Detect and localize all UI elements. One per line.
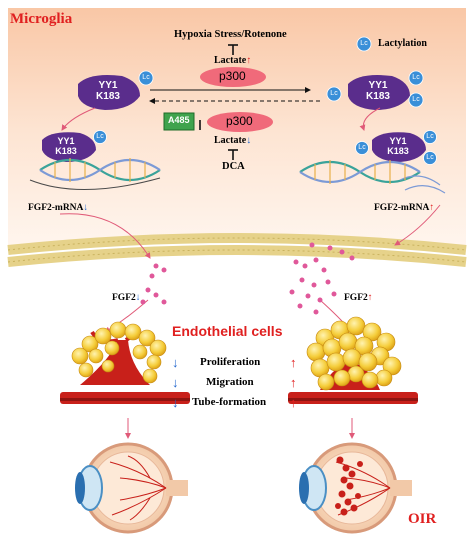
up-arrow-icon: ↑ bbox=[429, 203, 435, 213]
lc-badge: Lc bbox=[426, 133, 434, 140]
effect-proliferation: Proliferation bbox=[200, 356, 261, 368]
down-arrow-icon: ↓ bbox=[83, 203, 89, 213]
lc-badge: Lc bbox=[426, 154, 434, 161]
effect-migration: Migration bbox=[206, 376, 254, 388]
up-arrow-icon: ↑ bbox=[290, 355, 297, 370]
eye-left bbox=[75, 442, 188, 534]
down-arrow-icon: ↓ bbox=[172, 395, 179, 410]
dca-label: DCA bbox=[222, 161, 245, 172]
up-arrow-icon: ↑ bbox=[290, 375, 297, 390]
figure-title: Microglia bbox=[10, 11, 73, 27]
down-arrow-icon: ↓ bbox=[135, 293, 141, 303]
dna-helix-right bbox=[299, 160, 446, 194]
fgf2-mrna-left: FGF2-mRNA↓ bbox=[28, 203, 89, 213]
fgf2-particles bbox=[140, 242, 355, 315]
lc-badge: Lc bbox=[412, 96, 420, 103]
a485-box bbox=[163, 112, 195, 131]
lc-badge: Lc bbox=[96, 133, 104, 140]
oir-label: OIR bbox=[408, 511, 437, 527]
p300-bottom-label: p300 bbox=[226, 114, 253, 128]
p300-top bbox=[200, 67, 266, 87]
down-arrow-icon: ↓ bbox=[172, 375, 179, 390]
up-arrow-icon: ↑ bbox=[246, 55, 252, 66]
down-arrow-icon: ↓ bbox=[172, 355, 179, 370]
stress-label: Hypoxia Stress/Rotenone bbox=[174, 29, 287, 40]
cells-left bbox=[71, 321, 167, 384]
p300-bottom bbox=[207, 112, 273, 132]
endothelial-title: Endothelial cells bbox=[172, 323, 283, 339]
pathway-lines bbox=[149, 44, 320, 160]
legend-lactylation-label: Lactylation bbox=[378, 38, 427, 49]
up-arrow-icon: ↑ bbox=[367, 293, 373, 303]
protein-shapes bbox=[42, 75, 426, 162]
fgf2-mrna-right: FGF2-mRNA↑ bbox=[374, 203, 435, 213]
fgf2-right: FGF2↑ bbox=[344, 293, 373, 303]
lc-badges bbox=[93, 36, 437, 165]
dna-helix-left bbox=[29, 158, 161, 190]
lactate-up-label: Lactate↑ bbox=[214, 55, 252, 66]
cell-membrane bbox=[7, 233, 467, 267]
lc-badge: Lc bbox=[358, 144, 366, 151]
cells-right bbox=[306, 316, 402, 391]
lc-badge: Lc bbox=[330, 90, 338, 97]
lc-badge: Lc bbox=[142, 74, 150, 81]
eye-right bbox=[299, 442, 412, 534]
effect-tube-formation: Tube-formation bbox=[192, 396, 267, 408]
p300-top-label: p300 bbox=[219, 69, 246, 83]
lc-badge: Lc bbox=[412, 74, 420, 81]
down-arrow-icon: ↓ bbox=[246, 135, 252, 146]
legend-lc-badge: Lc bbox=[360, 40, 368, 47]
lactate-down-label: Lactate↓ bbox=[214, 135, 252, 146]
up-arrow-icon: ↑ bbox=[290, 395, 297, 410]
a485-label: A485 bbox=[168, 115, 190, 125]
fgf2-left: FGF2↓ bbox=[112, 293, 141, 303]
